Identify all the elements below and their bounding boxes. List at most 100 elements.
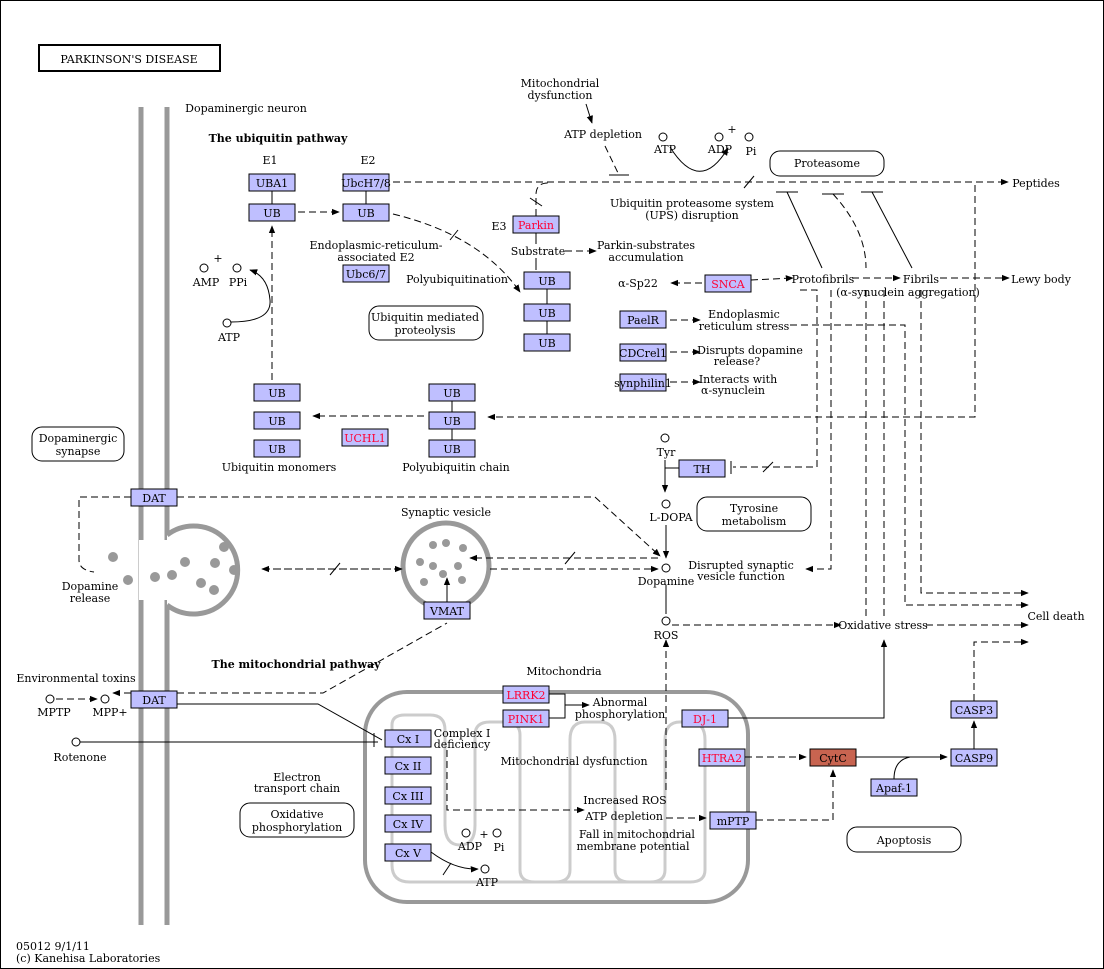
gene-cx2[interactable]: Cx II xyxy=(384,756,432,775)
polyubiquitin-chain-label: Polyubiquitin chain xyxy=(402,461,510,474)
atp-bottom-compound[interactable] xyxy=(480,864,490,874)
gene-paelr[interactable]: PaelR xyxy=(619,310,667,329)
adp-bottom-compound[interactable] xyxy=(461,828,471,838)
gene-cx3[interactable]: Cx III xyxy=(384,786,432,805)
svg-text:Apoptosis: Apoptosis xyxy=(876,834,932,847)
svg-text:VMAT: VMAT xyxy=(429,605,465,618)
ldopa-compound[interactable] xyxy=(661,499,671,509)
ppi-compound[interactable] xyxy=(232,263,242,273)
dopamine-release-1: Dopamine xyxy=(62,580,119,593)
gene-ubc67[interactable]: Ubc6/7 xyxy=(342,264,390,283)
atp-left-compound[interactable] xyxy=(222,318,232,328)
gene-dj1[interactable]: DJ-1 xyxy=(681,709,729,728)
gene-dat-synapse[interactable]: DAT xyxy=(130,488,178,507)
gene-ub-e2[interactable]: UB xyxy=(342,203,390,222)
gene-uba1[interactable]: UBA1 xyxy=(248,173,296,192)
dopaminergic-neuron-label: Dopaminergic neuron xyxy=(185,102,307,115)
electron-transport-2: transport chain xyxy=(254,782,340,795)
gene-cx4[interactable]: Cx IV xyxy=(384,814,432,833)
protofibrils-label: Protofibrils xyxy=(792,273,855,286)
svg-text:UB: UB xyxy=(443,415,460,428)
pi-bottom-compound[interactable] xyxy=(492,828,502,838)
arrow-complex1-to-ros xyxy=(446,750,585,814)
adp-bottom-label: ADP xyxy=(457,840,483,853)
map-dopaminergic-synapse[interactable]: Dopaminergic synapse xyxy=(31,426,125,462)
svg-text:CASP9: CASP9 xyxy=(955,752,993,765)
arrow-mptp-cytc xyxy=(756,769,837,821)
ros-compound[interactable] xyxy=(661,616,671,626)
gene-pink1[interactable]: PINK1 xyxy=(502,709,550,728)
electron-transport-1: Electron xyxy=(273,771,321,784)
gene-ub-poly-1[interactable]: UB xyxy=(428,383,476,402)
adp-top-compound[interactable] xyxy=(714,132,724,142)
er-e2-label-2: associated E2 xyxy=(337,251,414,264)
inhibit-line-2 xyxy=(832,193,867,269)
lewy-body-label: Lewy body xyxy=(1011,273,1072,286)
gene-uchl1[interactable]: UCHL1 xyxy=(341,428,389,447)
interacts-2: α-synuclein xyxy=(701,384,765,397)
map-oxidative-phosphorylation[interactable]: Oxidative phosphorylation xyxy=(239,802,355,838)
ubiquitin-pathway-heading: The ubiquitin pathway xyxy=(209,132,348,145)
gene-apaf1[interactable]: Apaf-1 xyxy=(870,778,918,797)
gene-snca[interactable]: SNCA xyxy=(704,274,752,293)
svg-text:Cx III: Cx III xyxy=(392,790,423,803)
atp-top-label: ATP xyxy=(653,143,677,156)
inhibit-line-1 xyxy=(786,191,823,269)
svg-text:TH: TH xyxy=(694,463,711,476)
parkin-substrates-2: accumulation xyxy=(608,251,683,264)
svg-text:Ubc6/7: Ubc6/7 xyxy=(346,268,386,281)
pi-top-compound[interactable] xyxy=(744,132,754,142)
map-proteasome[interactable]: Proteasome xyxy=(769,150,885,177)
gene-ub-e1[interactable]: UB xyxy=(248,203,296,222)
gene-casp9[interactable]: CASP9 xyxy=(950,748,998,767)
disrupts-dopamine-1: Disrupts dopamine xyxy=(697,344,803,357)
svg-text:proteolysis: proteolysis xyxy=(394,324,455,337)
gene-htra2[interactable]: HTRA2 xyxy=(698,748,746,767)
gene-ub-chain-3[interactable]: UB xyxy=(523,333,571,352)
gene-ubch78[interactable]: UbcH7/8 xyxy=(341,173,391,192)
gene-ub-chain-2[interactable]: UB xyxy=(523,303,571,322)
gene-vmat[interactable]: VMAT xyxy=(423,601,471,620)
pi-top-label: Pi xyxy=(746,145,757,158)
tyr-compound[interactable] xyxy=(660,433,670,443)
arrow-snca-protofibrils xyxy=(750,275,794,282)
rotenone-compound[interactable] xyxy=(71,737,81,747)
gene-cytc[interactable]: CytC xyxy=(809,748,857,767)
ubiquitin-monomers-label: Ubiquitin monomers xyxy=(222,461,337,474)
gene-casp3[interactable]: CASP3 xyxy=(950,700,998,719)
gene-cx1[interactable]: Cx I xyxy=(384,729,432,748)
map-tyrosine-metabolism[interactable]: Tyrosine metabolism xyxy=(696,496,812,532)
svg-text:UB: UB xyxy=(538,307,555,320)
gene-th[interactable]: TH xyxy=(678,459,726,478)
svg-text:Cx I: Cx I xyxy=(397,733,419,746)
dopamine-compound[interactable] xyxy=(661,563,671,573)
env-toxins-label: Environmental toxins xyxy=(16,672,136,685)
parkin-substrates-1: Parkin-substrates xyxy=(597,239,695,252)
footer-code: 05012 9/1/11 xyxy=(16,940,90,953)
gene-cdcrel1[interactable]: CDCrel1 xyxy=(619,343,667,362)
mppplus-compound[interactable] xyxy=(100,694,110,704)
map-apoptosis[interactable]: Apoptosis xyxy=(846,826,962,853)
gene-synphilin1[interactable]: synphilin1 xyxy=(614,373,672,392)
gene-ub-mono-1[interactable]: UB xyxy=(253,383,301,402)
line-parkin-inhibit xyxy=(535,182,549,216)
gene-ub-chain-1[interactable]: UB xyxy=(523,271,571,290)
gene-ub-mono-2[interactable]: UB xyxy=(253,411,301,430)
disrupted-vesicle-1: Disrupted synaptic xyxy=(688,559,793,572)
gene-lrrk2[interactable]: LRRK2 xyxy=(502,685,550,704)
gene-mptp[interactable]: mPTP xyxy=(709,811,757,830)
arrow-fibrils-to-celldeath xyxy=(920,290,1029,597)
amp-compound[interactable] xyxy=(199,263,209,273)
map-ubiquitin-mediated-proteolysis[interactable]: Ubiquitin mediated proteolysis xyxy=(368,305,484,341)
gene-parkin[interactable]: Parkin xyxy=(512,215,560,234)
gene-ub-mono-3[interactable]: UB xyxy=(253,439,301,458)
atp-top-compound[interactable] xyxy=(658,132,668,142)
gene-cx5[interactable]: Cx V xyxy=(384,843,432,862)
svg-text:UB: UB xyxy=(443,443,460,456)
mito-dysfunction-top-2: dysfunction xyxy=(528,89,593,102)
gene-ub-poly-2[interactable]: UB xyxy=(428,411,476,430)
gene-ub-poly-3[interactable]: UB xyxy=(428,439,476,458)
gene-dat-mito[interactable]: DAT xyxy=(130,690,178,709)
svg-text:CDCrel1: CDCrel1 xyxy=(619,347,667,360)
mptp-compound[interactable] xyxy=(45,694,55,704)
